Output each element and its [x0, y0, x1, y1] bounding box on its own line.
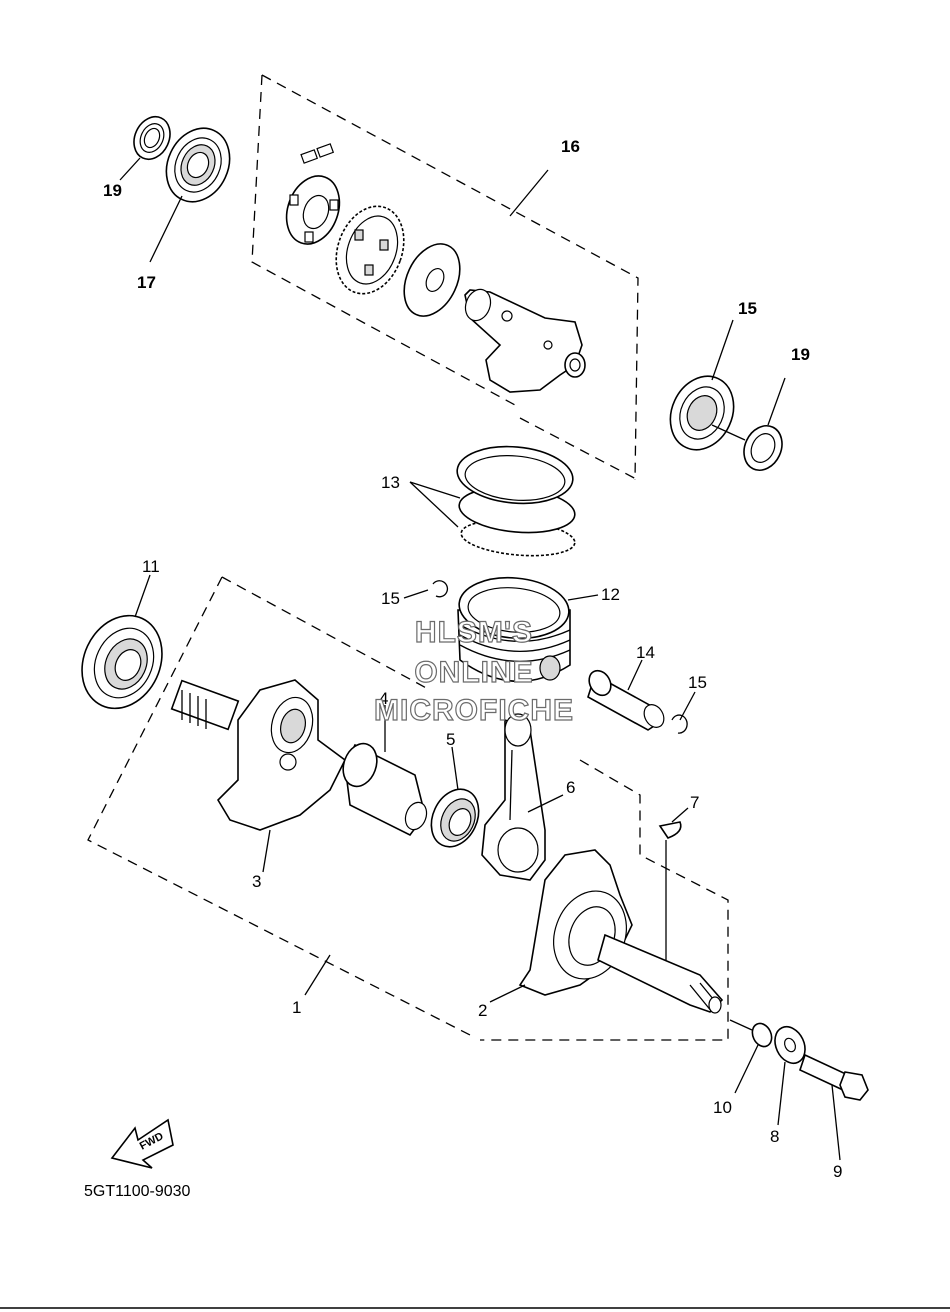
callout-17: 15	[738, 299, 757, 318]
bearing-17	[669, 375, 746, 451]
balancer-assembly-16	[285, 143, 586, 393]
callout-3: 3	[252, 872, 261, 891]
watermark: HLSM'S ONLINE MICROFICHE	[373, 615, 574, 727]
diagram-code: 5GT1100-9030	[84, 1183, 191, 1200]
callout-6: 6	[566, 778, 575, 797]
callout-19-left: 19	[103, 181, 122, 200]
crankshaft-group-outline	[87, 576, 729, 1041]
callout-2: 2	[478, 1001, 487, 1020]
piston-ring-set-13	[456, 445, 576, 557]
oil-seal-19-right	[743, 425, 783, 471]
callout-18: 17	[137, 273, 156, 292]
piston-pin-14	[587, 669, 665, 731]
bearing-11	[81, 614, 163, 710]
balancer-group-outline	[251, 74, 639, 481]
circlip-15-lower	[671, 714, 688, 734]
callout-12: 12	[601, 585, 620, 604]
callout-9: 9	[833, 1162, 842, 1181]
oil-seal-19-left	[133, 116, 171, 160]
callout-7: 7	[690, 793, 699, 812]
callout-19-right: 19	[791, 345, 810, 364]
bolt-9	[799, 1053, 869, 1101]
callout-labels: 19 17 16 15 19 13 11 15 12 14 15 4 5 6 7…	[103, 137, 842, 1181]
circlip-15-upper	[432, 580, 449, 598]
callout-13: 13	[381, 473, 400, 492]
callout-15-lower: 15	[688, 673, 707, 692]
callout-5: 5	[446, 730, 455, 749]
crank-right-2	[518, 849, 724, 1014]
piston-12	[457, 576, 571, 683]
callout-4: 4	[379, 689, 388, 708]
callout-10: 10	[713, 1098, 732, 1117]
crank-left-3	[170, 679, 347, 831]
watermark-line-3: MICROFICHE	[374, 694, 574, 727]
needle-bearing-5	[430, 788, 480, 848]
washer-10	[751, 1022, 773, 1048]
fwd-arrow-icon: FWD	[110, 1118, 174, 1169]
connecting-rod-6	[481, 713, 546, 881]
callout-16: 16	[561, 137, 580, 156]
watermark-line-2: ONLINE	[414, 656, 533, 689]
crank-pin-4	[342, 742, 428, 837]
bearing-18	[165, 127, 231, 203]
callout-11: 11	[142, 557, 160, 576]
callout-8: 8	[770, 1127, 779, 1146]
watermark-line-1: HLSM'S	[415, 616, 533, 649]
woodruff-key-7	[658, 821, 682, 839]
callout-14: 14	[636, 643, 655, 662]
callout-1: 1	[292, 998, 301, 1017]
washer-8	[774, 1025, 806, 1065]
callout-15-upper: 15	[381, 589, 400, 608]
leader-lines	[119, 157, 841, 1161]
